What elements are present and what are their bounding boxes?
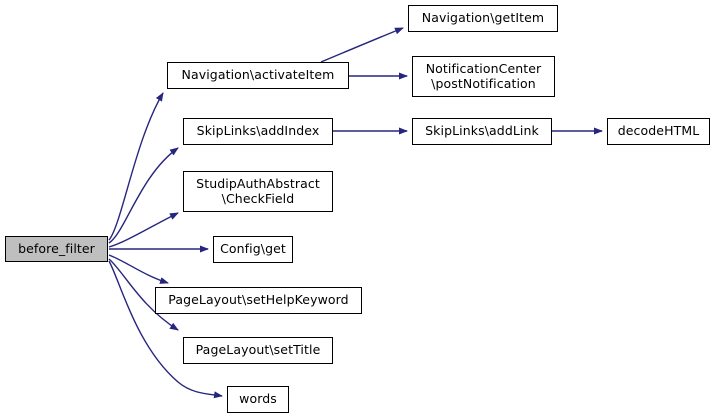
graph-node-pagelayout_settitle[interactable]: PageLayout\setTitle <box>183 337 333 364</box>
graph-node-before_filter[interactable]: before_filter <box>5 236 108 262</box>
graph-node-notificationcenter_postnotification[interactable]: NotificationCenter \postNotification <box>412 56 555 97</box>
graph-node-label: SkipLinks\addLink <box>425 123 539 139</box>
graph-node-label: words <box>239 391 277 407</box>
graph-node-studipauthabstract_checkfield[interactable]: StudipAuthAbstract \CheckField <box>183 171 333 212</box>
graph-node-label: decodeHTML <box>617 123 700 139</box>
graph-edge-before_filter-to-pagelayout_sethelpkeyword <box>108 254 169 284</box>
graph-edge-before_filter-to-skiplinks_addindex <box>108 147 179 244</box>
graph-node-label: Navigation\activateItem <box>181 67 335 83</box>
graph-node-label: Navigation\getItem <box>421 10 545 26</box>
graph-node-label: Config\get <box>220 241 286 257</box>
graph-node-navigation_activateitem[interactable]: Navigation\activateItem <box>167 62 349 89</box>
graph-node-label: SkipLinks\addIndex <box>196 123 320 139</box>
graph-edge-before_filter-to-words <box>108 260 223 399</box>
graph-node-navigation_getitem[interactable]: Navigation\getItem <box>408 5 558 32</box>
graph-node-decodehtml[interactable]: decodeHTML <box>607 118 710 145</box>
graph-node-label: NotificationCenter \postNotification <box>425 60 542 91</box>
graph-edge-before_filter-to-studipauthabstract_checkfield <box>108 212 179 248</box>
graph-node-label: before_filter <box>18 240 95 256</box>
graph-node-words[interactable]: words <box>227 386 289 413</box>
graph-edge-navigation_activateitem-to-navigation_getitem <box>320 27 404 63</box>
graph-node-config_get[interactable]: Config\get <box>213 236 293 263</box>
graph-node-pagelayout_sethelpkeyword[interactable]: PageLayout\setHelpKeyword <box>155 287 362 314</box>
graph-edge-before_filter-to-navigation_activateitem <box>108 92 164 241</box>
graph-node-label: PageLayout\setHelpKeyword <box>168 292 349 308</box>
graph-node-skiplinks_addindex[interactable]: SkipLinks\addIndex <box>183 118 333 145</box>
graph-node-label: PageLayout\setTitle <box>195 342 321 358</box>
graph-node-skiplinks_addlink[interactable]: SkipLinks\addLink <box>412 118 552 145</box>
graph-node-label: StudipAuthAbstract \CheckField <box>196 175 320 206</box>
